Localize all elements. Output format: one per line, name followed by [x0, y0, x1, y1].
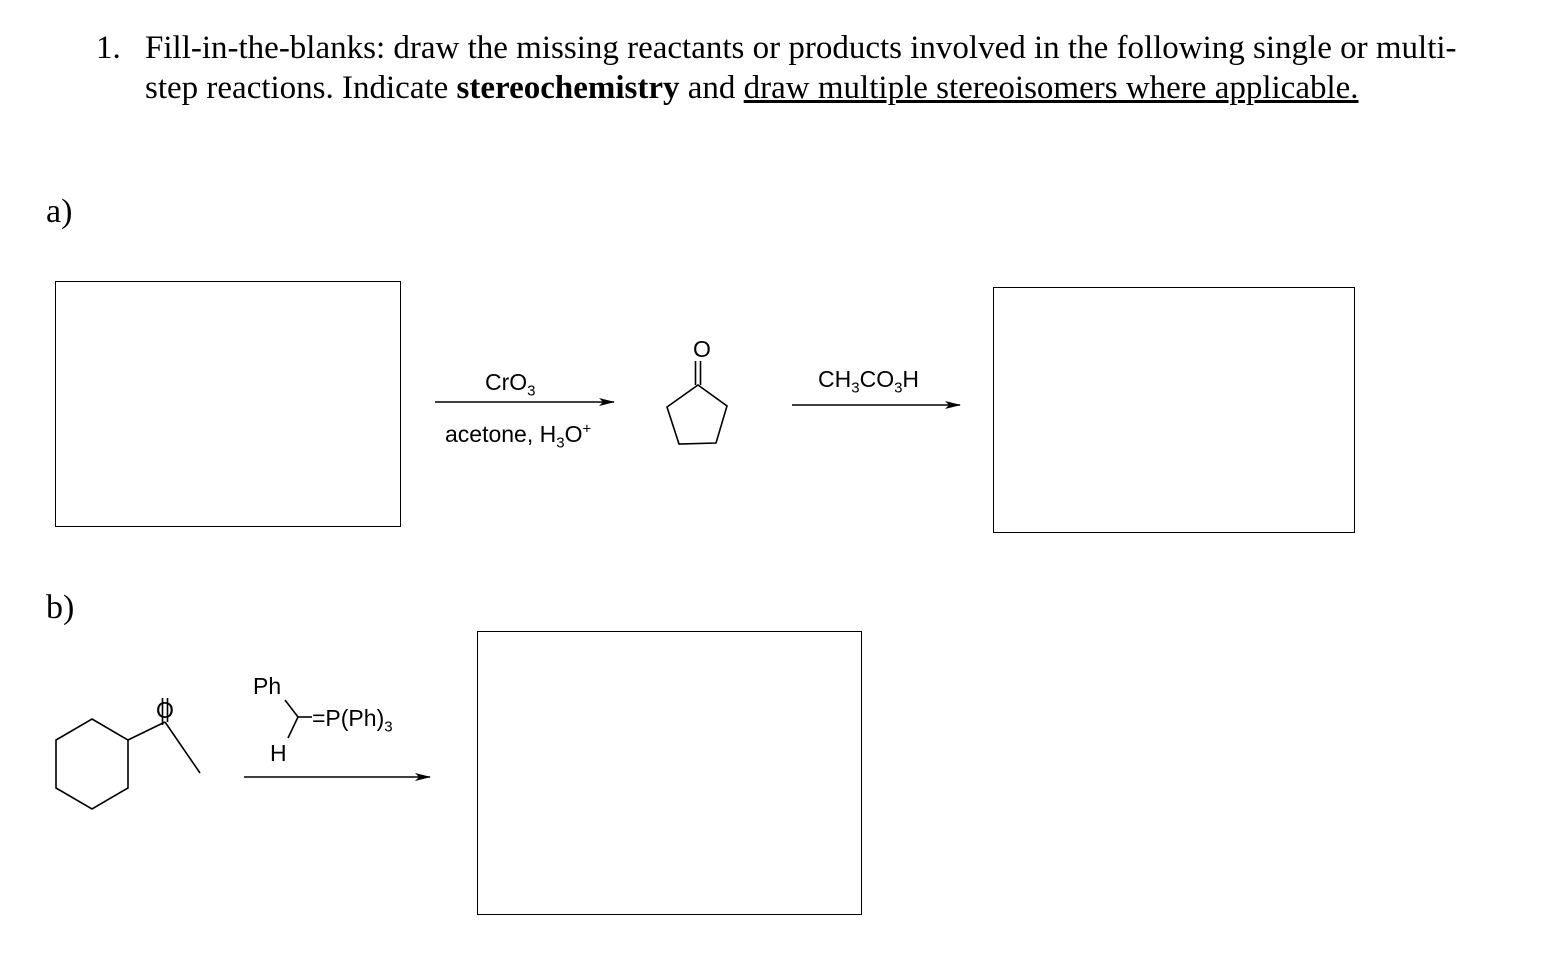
answer-box-a-reactant[interactable] — [55, 281, 401, 527]
reagent-acetone-h3o: acetone, H3O+ — [445, 420, 592, 452]
instruction-intro: Fill-in-the-blanks: draw the missing rea… — [145, 30, 1457, 106]
ylide-hydrogen-label: H — [270, 740, 287, 766]
question-instructions: Fill-in-the-blanks: draw the missing rea… — [145, 28, 1476, 108]
ylide-phosphorus-label: =P(Ph)3 — [312, 705, 393, 736]
answer-box-b-product[interactable] — [477, 631, 862, 915]
reagent-cro3: CrO3 — [485, 369, 536, 400]
part-a-label: a) — [46, 193, 73, 230]
wittig-ylide-structure — [284, 699, 312, 739]
cyclopentanone-oxygen: O — [693, 336, 711, 362]
ylide-phenyl-label: Ph — [253, 673, 282, 699]
reagent-peracetic-acid: CH3CO3H — [818, 366, 920, 397]
instruction-underlined: draw multiple stereoisomers where applic… — [743, 70, 1359, 106]
cyclohexyl-methyl-ketone-structure — [55, 698, 201, 810]
question-number: 1. — [96, 30, 121, 66]
ketone-oxygen: O — [156, 697, 174, 723]
answer-box-a-product[interactable] — [993, 287, 1355, 533]
part-b-label: b) — [46, 589, 75, 626]
instruction-connector: and — [679, 70, 744, 106]
cyclopentanone-structure — [666, 361, 728, 445]
question-text: 1. Fill-in-the-blanks: draw the missing … — [96, 28, 1476, 108]
instruction-emphasis: stereochemistry — [456, 70, 680, 106]
